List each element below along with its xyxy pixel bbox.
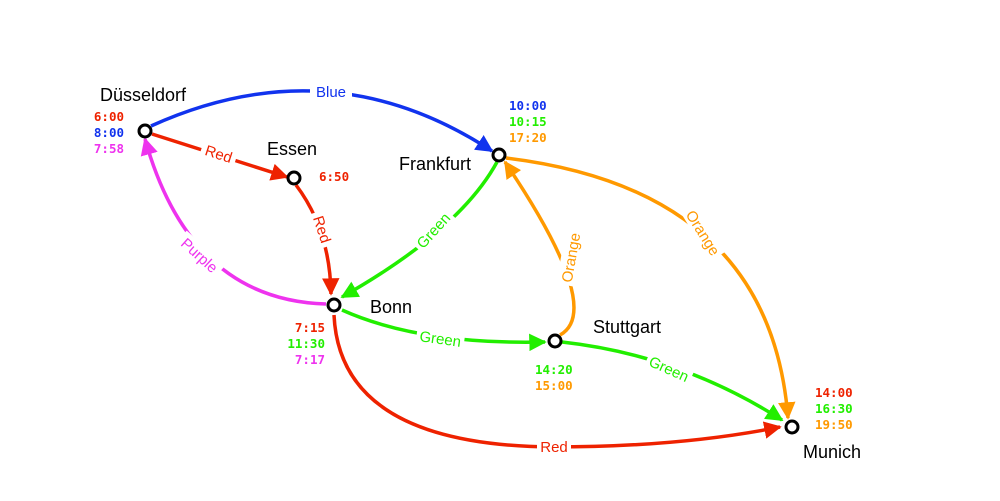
edge-label-frankfurt-munich: Orange	[681, 203, 727, 261]
city-label-munich: Munich	[803, 442, 861, 462]
time-bonn-3: 7:17	[295, 352, 325, 367]
city-label-frankfurt: Frankfurt	[399, 154, 471, 174]
svg-text:Orange: Orange	[559, 232, 584, 284]
city-label-stuttgart: Stuttgart	[593, 317, 661, 337]
edge-label-dusseldorf-essen: Red	[199, 139, 239, 168]
edge-label-essen-bonn: Red	[308, 209, 337, 249]
time-essen-1: 6:50	[319, 169, 349, 184]
edge-bonn-dusseldorf	[140, 137, 327, 306]
time-bonn-1: 7:15	[295, 320, 325, 335]
svg-text:Red: Red	[540, 439, 568, 456]
time-dusseldorf-2: 8:00	[94, 125, 124, 140]
time-dusseldorf-3: 7:58	[94, 141, 124, 156]
city-label-essen: Essen	[267, 139, 317, 159]
node-dusseldorf	[137, 123, 153, 139]
city-label-bonn: Bonn	[370, 297, 412, 317]
time-bonn-2: 11:30	[287, 336, 325, 351]
edge-label-bonn-dusseldorf: Purple	[174, 230, 226, 279]
edge-frankfurt-bonn	[340, 161, 499, 299]
node-munich	[784, 419, 800, 435]
svg-text:Green: Green	[418, 328, 462, 351]
time-frankfurt-2: 10:15	[509, 114, 547, 129]
node-stuttgart	[547, 333, 563, 349]
edge-label-frankfurt-bonn: Green	[410, 206, 456, 254]
node-frankfurt	[491, 147, 507, 163]
svg-text:Red: Red	[309, 214, 334, 245]
edge-label-dusseldorf-frankfurt: Blue	[310, 83, 352, 101]
time-frankfurt-1: 10:00	[509, 98, 547, 113]
edge-label-bonn-munich: Red	[537, 438, 571, 456]
svg-text:Blue: Blue	[316, 84, 346, 101]
time-stuttgart-2: 15:00	[535, 378, 573, 393]
svg-text:Red: Red	[203, 142, 234, 167]
edge-label-stuttgart-munich: Green	[643, 350, 695, 387]
time-stuttgart-1: 14:20	[535, 362, 573, 377]
time-frankfurt-3: 17:20	[509, 130, 547, 145]
edge-stuttgart-munich	[561, 340, 784, 422]
time-munich-3: 19:50	[815, 417, 853, 432]
edge-label-bonn-stuttgart: Green	[415, 325, 466, 351]
time-munich-2: 16:30	[815, 401, 853, 416]
city-label-dusseldorf: Düsseldorf	[100, 85, 187, 105]
node-bonn	[326, 297, 342, 313]
node-essen	[286, 170, 302, 186]
time-munich-1: 14:00	[815, 385, 853, 400]
time-dusseldorf-1: 6:00	[94, 109, 124, 124]
